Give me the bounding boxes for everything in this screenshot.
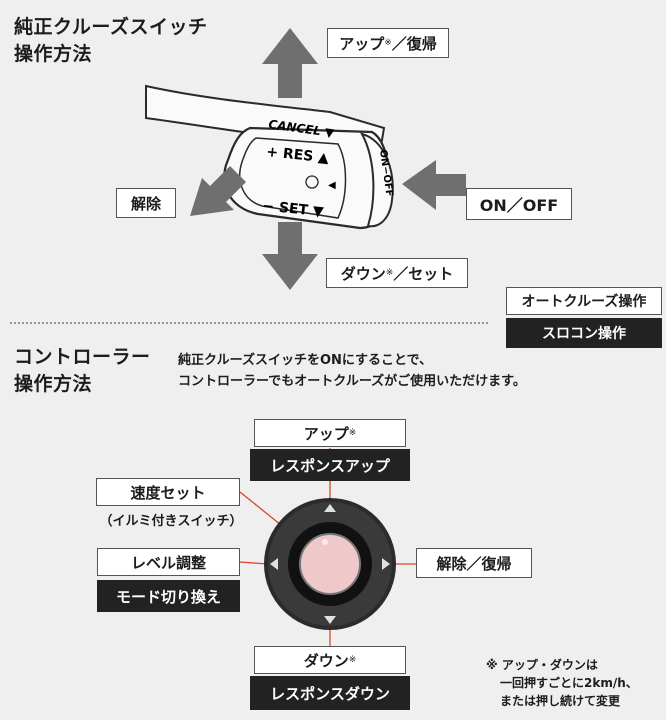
section2-description: 純正クルーズスイッチをONにすることで、 コントローラーでもオートクルーズがご使… bbox=[178, 353, 526, 389]
cancel-arrow-icon bbox=[190, 166, 246, 216]
label-response-up: レスポンスアップ bbox=[250, 449, 410, 481]
label-down: ダウン※ bbox=[254, 646, 406, 674]
label-speed-set: 速度セット bbox=[96, 478, 240, 506]
onoff-arrow-icon bbox=[402, 160, 466, 210]
section1-title-line1: 純正クルーズスイッチ bbox=[14, 16, 208, 38]
down-arrow-icon bbox=[262, 222, 318, 290]
button-highlight bbox=[322, 539, 328, 545]
lever-set-label: − SET ▼ bbox=[262, 198, 325, 220]
label-down-set: ダウン※／セット bbox=[326, 258, 468, 288]
speed-set-button[interactable] bbox=[299, 533, 361, 595]
cruise-lever-illustration: CANCEL ▼ + RES ▲ − SET ▼ ◀ ON−OFF bbox=[145, 28, 466, 290]
label-response-down: レスポンスダウン bbox=[250, 676, 410, 710]
section-divider bbox=[10, 322, 488, 324]
section1-title: 純正クルーズスイッチ 操作方法 bbox=[14, 14, 207, 68]
right-mark-icon[interactable] bbox=[382, 558, 390, 570]
label-speed-set-sub: （イルミ付きスイッチ） bbox=[99, 514, 243, 529]
cruise-speed-icon bbox=[305, 175, 319, 189]
lever-indicator: ◀ bbox=[328, 180, 336, 191]
label-cancel-release: 解除 bbox=[116, 188, 176, 218]
down-mark-icon[interactable] bbox=[324, 616, 336, 624]
up-mark-icon[interactable] bbox=[324, 504, 336, 512]
label-level-adjust: レベル調整 bbox=[97, 548, 240, 576]
up-arrow-icon bbox=[262, 28, 318, 98]
lever-res-label: + RES ▲ bbox=[266, 144, 330, 166]
section1-title-line2: 操作方法 bbox=[14, 43, 93, 65]
label-up: アップ※ bbox=[254, 419, 406, 447]
controller-illustration bbox=[239, 448, 416, 648]
legend-auto-cruise: オートクルーズ操作 bbox=[506, 287, 662, 315]
left-mark-icon[interactable] bbox=[270, 558, 278, 570]
section2-title-line2: 操作方法 bbox=[14, 373, 93, 395]
lever-inner-ring bbox=[239, 137, 347, 219]
label-mode-switch: モード切り換え bbox=[97, 580, 240, 612]
section2-title: コントローラー 操作方法 bbox=[14, 344, 151, 398]
label-up-resume: アップ※／復帰 bbox=[327, 28, 449, 58]
footnote: ※ アップ・ダウンは 一回押すごとに2km/h、 または押し続けて変更 bbox=[486, 658, 638, 708]
section2-title-line1: コントローラー bbox=[14, 346, 151, 368]
label-release-resume: 解除／復帰 bbox=[416, 548, 532, 578]
legend-throttle: スロコン操作 bbox=[506, 318, 662, 348]
lever-onoff-cap bbox=[360, 132, 394, 228]
leader-line-level bbox=[239, 561, 269, 565]
label-onoff: ON／OFF bbox=[466, 188, 572, 220]
